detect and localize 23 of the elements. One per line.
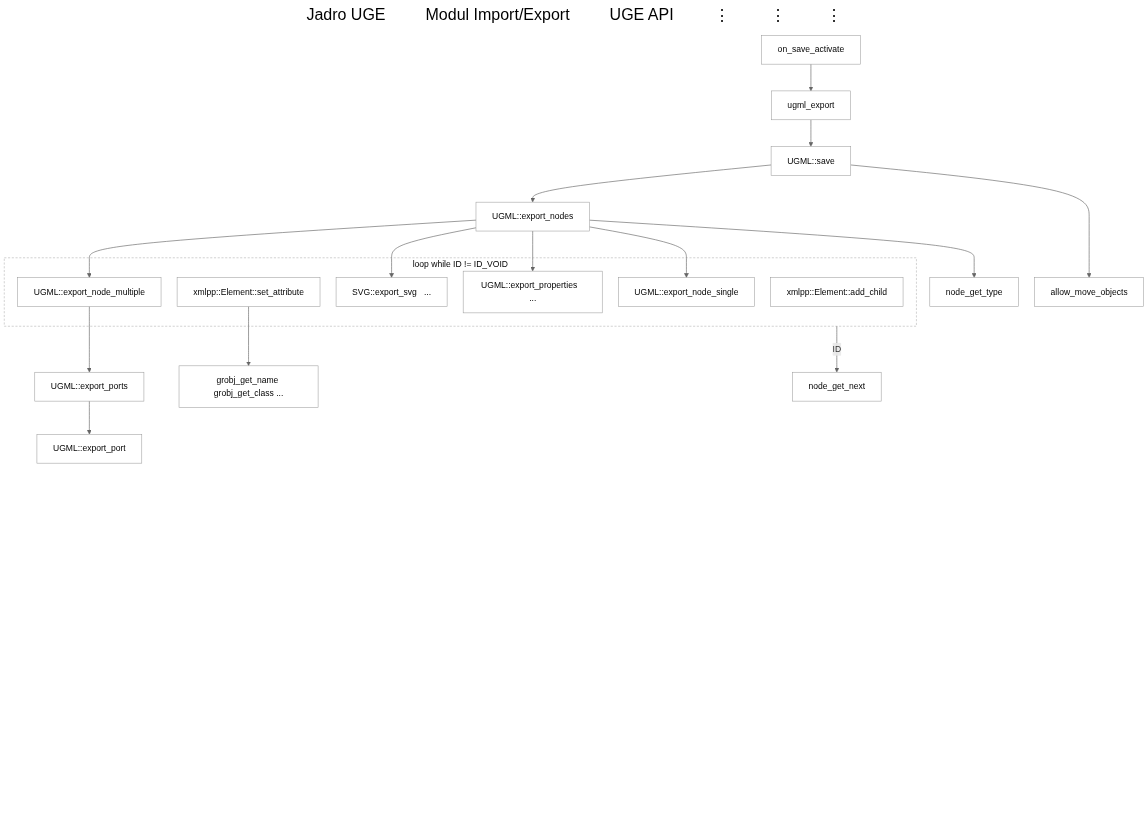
- column-heading: ⋮: [769, 6, 786, 25]
- node-box: node_get_next: [792, 371, 882, 402]
- column-heading: Modul Import/Export: [425, 6, 570, 25]
- node-box: UGML::export_port: [36, 434, 143, 464]
- node-box: UGML::export_node_single: [618, 277, 755, 307]
- node-box: xmlpp::Element::set_attribute: [176, 277, 321, 307]
- node-box: SVG::export_svg ...: [335, 277, 448, 307]
- node-box: grobj_get_name grobj_get_class ...: [178, 365, 319, 408]
- node-box: UGML::export_ports: [34, 371, 145, 402]
- node-box: UGML::export_nodes: [475, 201, 590, 232]
- column-heading: Jadro UGE: [306, 6, 386, 25]
- node-box: UGML::export_node_multiple: [17, 277, 162, 307]
- node-box: xmlpp::Element::add_child: [770, 277, 904, 307]
- node-box: ugml_export: [771, 90, 851, 121]
- edge-label: ID: [832, 344, 842, 354]
- column-heading: ⋮: [713, 6, 730, 25]
- column-heading: ⋮: [825, 6, 842, 25]
- node-box: on_save_activate: [761, 35, 861, 65]
- node-box: allow_move_objects: [1034, 277, 1144, 307]
- node-box: UGML::export_properties ...: [462, 270, 603, 314]
- node-box: node_get_type: [929, 277, 1019, 307]
- node-box: UGML::save: [770, 146, 851, 176]
- column-heading: UGE API: [609, 6, 674, 25]
